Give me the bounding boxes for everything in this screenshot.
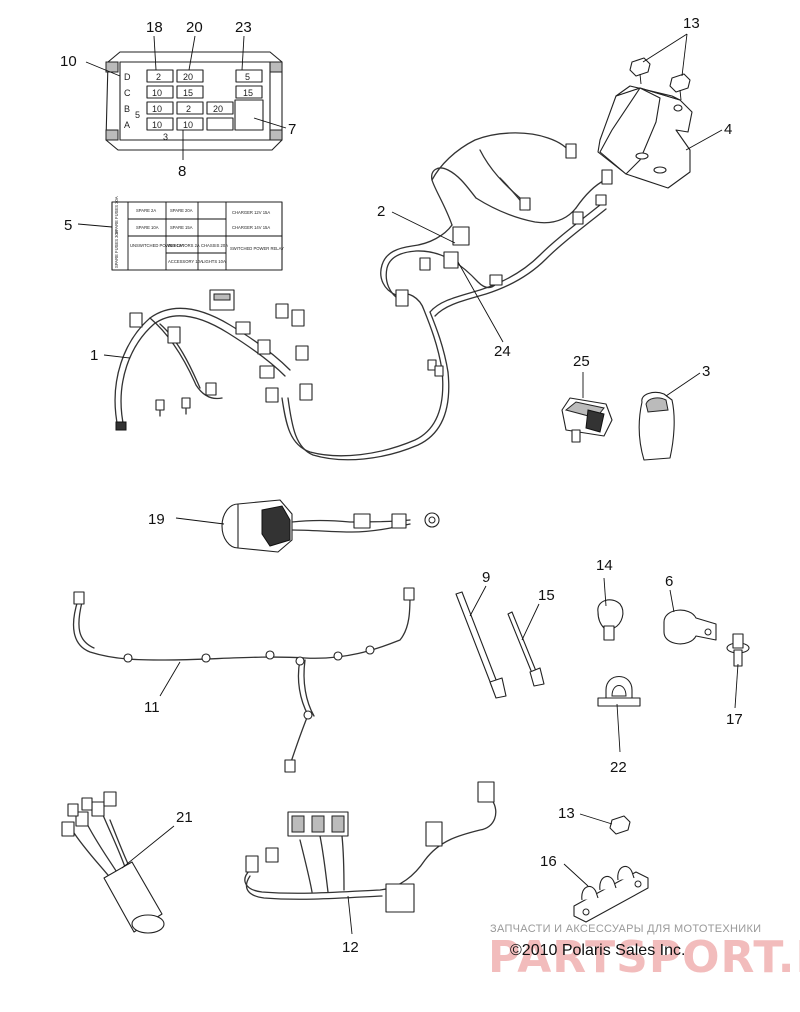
- label-spare-15a: SPARE 15A: [170, 225, 193, 230]
- label-side-bottom: SPARE FUSES 30A: [114, 230, 119, 268]
- label-chassis: CHASSIS 20A: [201, 243, 228, 248]
- harness-11: [72, 587, 415, 773]
- copyright-text: ©2010 Polaris Sales Inc.: [510, 942, 685, 959]
- callout-4: 4: [724, 121, 732, 138]
- fuse-value: 10: [152, 104, 162, 114]
- label-lights: LIGHTS 10A: [202, 259, 226, 264]
- bolt-13-bottom: [609, 815, 631, 835]
- upper-harness: [380, 132, 613, 377]
- callout-10: 10: [60, 53, 77, 70]
- callout-23: 23: [235, 19, 252, 36]
- callout-22: 22: [610, 759, 627, 776]
- harness-12: [244, 781, 497, 913]
- fuse-bottom-3: 3: [163, 132, 168, 142]
- fuse-value: 20: [213, 104, 223, 114]
- watermark-tagline: ЗАПЧАСТИ И АКСЕССУАРЫ ДЛЯ МОТОТЕХНИКИ: [490, 923, 761, 935]
- callout-11: 11: [144, 699, 160, 716]
- fuse-row-d: D: [124, 72, 131, 82]
- fuse-value: 10: [152, 120, 162, 130]
- fuse-box: D C B A 2 20 5 10 15 15 10 2 20 10 10 5 …: [105, 51, 283, 151]
- relay-19: [221, 499, 440, 553]
- callout-17: 17: [726, 711, 743, 728]
- callout-8: 8: [178, 163, 186, 180]
- label-charger-12v: CHARGER 12V 15A: [232, 210, 270, 215]
- label-spare-2a: SPARE 2A: [136, 208, 156, 213]
- callout-19: 19: [148, 511, 165, 528]
- callout-25: 25: [573, 353, 590, 370]
- clip-14: [597, 599, 624, 641]
- callout-7: 7: [288, 121, 296, 138]
- fuse-row-b: B: [124, 104, 130, 114]
- watermark-logo: PARTSPORT.RU: [488, 932, 800, 983]
- label-spare-10a: SPARE 10A: [136, 225, 159, 230]
- fuse-col-5: 5: [135, 110, 140, 120]
- callout-3: 3: [702, 363, 710, 380]
- leader-lines: [77, 33, 739, 935]
- callout-20: 20: [186, 19, 203, 36]
- callout-6: 6: [665, 573, 673, 590]
- label-side-top: SPARE FUSES 30A: [114, 196, 119, 234]
- push-rivet-17: [726, 633, 750, 667]
- fuse-label-decal: SPARE FUSES 30A SPARE FUSES 30A SPARE 2A…: [111, 196, 284, 271]
- fuse-value: 10: [183, 120, 193, 130]
- callout-16: 16: [540, 853, 557, 870]
- cable-tie-9: [455, 591, 507, 699]
- fuse-value: 5: [245, 72, 250, 82]
- fuse-value: 10: [152, 88, 162, 98]
- bolts-13-top: [629, 57, 691, 101]
- label-unswitched: UNSWITCHED POWER 10A: [130, 243, 184, 248]
- fuse-value: 2: [156, 72, 161, 82]
- main-wire-harness: [114, 289, 450, 461]
- callout-13-bottom: 13: [558, 805, 575, 822]
- holder-16: [573, 865, 649, 923]
- cable-tie-15: [507, 611, 545, 687]
- callout-15: 15: [538, 587, 555, 604]
- label-charger-14v: CHARGER 14V 15A: [232, 225, 270, 230]
- sub-harness-21: [61, 791, 165, 934]
- label-accessory: ACCESSORY 10A: [168, 259, 203, 264]
- fuse-value: 20: [183, 72, 193, 82]
- callout-21: 21: [176, 809, 193, 826]
- fuse-slots: [146, 69, 264, 131]
- fuse-value: 2: [186, 104, 191, 114]
- callout-24: 24: [494, 343, 511, 360]
- clip-22: [597, 675, 641, 707]
- callout-2: 2: [377, 203, 385, 220]
- clamp-6: [663, 609, 717, 645]
- callout-5: 5: [64, 217, 72, 234]
- callout-18: 18: [146, 19, 163, 36]
- fuse-value: 15: [183, 88, 193, 98]
- callout-14: 14: [596, 557, 613, 574]
- bracket: [597, 85, 693, 189]
- callout-13-top: 13: [683, 15, 700, 32]
- connector-25: [561, 397, 613, 443]
- fuse-row-c: C: [124, 88, 131, 98]
- callout-9: 9: [482, 569, 490, 586]
- callout-12: 12: [342, 939, 359, 956]
- boot-3: [638, 391, 675, 461]
- label-switched-relay: SWITCHED POWER RELAY: [230, 246, 284, 251]
- fuse-row-a: A: [124, 120, 130, 130]
- callout-numbers: 10 18 20 23 7 8 5 1 2 24 13 4 25 3 19 9 …: [60, 15, 743, 956]
- callout-1: 1: [90, 347, 98, 364]
- label-indicators: INDICATORS 2A: [168, 243, 200, 248]
- label-spare-20a: SPARE 20A: [170, 208, 193, 213]
- fuse-value: 15: [243, 88, 253, 98]
